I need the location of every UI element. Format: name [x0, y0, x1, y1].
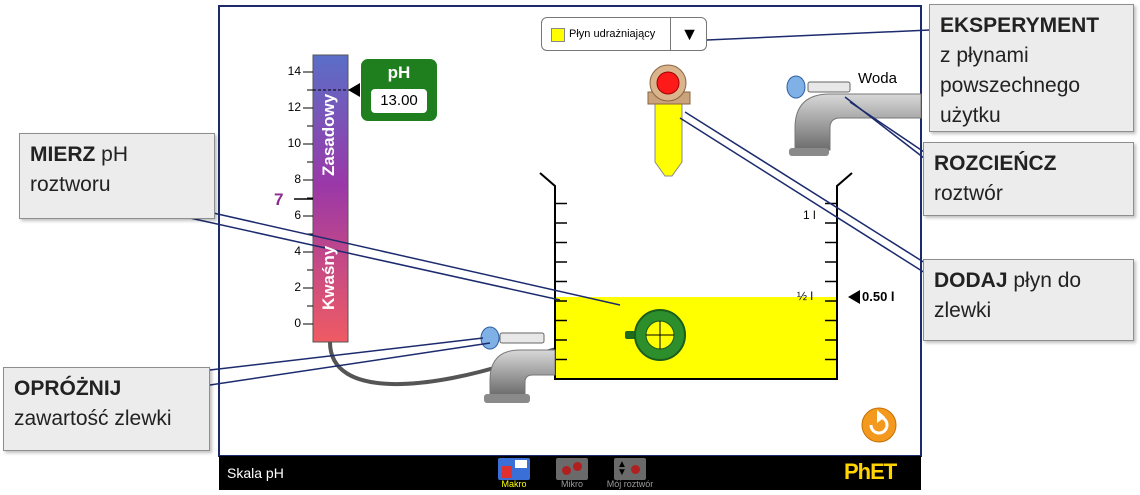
ph-meter: pH 13.00 [361, 59, 437, 121]
tab-makro[interactable]: Makro [492, 457, 536, 489]
callout-mierz-title: MIERZ [30, 143, 96, 166]
moj-roztwor-icon: ▲▼ [614, 458, 646, 480]
acidic-label: Kwaśny [319, 245, 338, 310]
ph-tick-label: 10 [287, 136, 301, 150]
beaker-liquid [555, 297, 837, 379]
drain-faucet[interactable] [480, 326, 556, 403]
tab-mikro[interactable]: Mikro [550, 457, 594, 489]
water-label: Woda [858, 70, 897, 87]
ph-tick-label: 6 [294, 208, 301, 222]
callout-oproznij-title: OPRÓŻNIJ [14, 377, 122, 400]
tab-makro-label: Makro [501, 479, 527, 489]
beaker-label-1l: 1 l [803, 208, 816, 222]
ph-scale-ticks [303, 71, 313, 325]
makro-icon [498, 458, 530, 480]
ph-tick-label: 0 [294, 316, 301, 330]
dropdown-arrow-icon[interactable]: ▼ [670, 18, 708, 50]
tab-moj-roztwor-label: Mój roztwór [606, 479, 654, 489]
ph-meter-value: 13.00 [371, 89, 427, 113]
beaker-label-half: ½ l [797, 289, 814, 303]
callout-dodaj-title: DODAJ [934, 269, 1008, 292]
callout-rozciencz-text: roztwór [934, 182, 1003, 205]
ph-tick-label: 12 [287, 100, 301, 114]
callout-mierz: MIERZ pH roztworu [19, 133, 215, 219]
solute-dropdown-label: Płyn udrażniający [569, 28, 656, 40]
solute-dropdown[interactable]: Płyn udrażniający ▼ [541, 17, 707, 51]
callout-dodaj-text: płyn do zlewki [934, 269, 1082, 322]
callout-oproznij-text: zawartość zlewki [14, 407, 172, 430]
water-faucet[interactable] [786, 75, 922, 156]
callout-rozciencz-title: ROZCIEŃCZ [934, 152, 1057, 175]
phet-logo[interactable]: PhET [844, 459, 897, 485]
ph-probe[interactable] [625, 309, 686, 361]
ph-tick-label: 2 [294, 280, 301, 294]
callout-lines [189, 29, 934, 386]
callout-eksperyment-text: z płynami powszechnego użytku [940, 44, 1081, 127]
navigation-bar: Skala pH Makro Mikro ▲▼ Mój roztwór [219, 456, 921, 490]
callout-oproznij: OPRÓŻNIJ zawartość zlewki [3, 367, 210, 451]
ph-pointer [348, 83, 360, 97]
solute-swatch [551, 28, 565, 42]
ph-scale [294, 54, 360, 343]
ph-tick-label: 14 [287, 64, 301, 78]
ph-tick-label: 8 [294, 172, 301, 186]
sim-title: Skala pH [227, 465, 284, 481]
neutral-label: 7 [274, 190, 284, 209]
mikro-icon [556, 458, 588, 480]
callout-eksperyment-title: EKSPERYMENT [940, 14, 1100, 37]
alkaline-label: Zasadowy [319, 93, 338, 176]
callout-mierz-text: pH roztworu [30, 143, 129, 196]
reset-all-button[interactable] [861, 407, 897, 443]
volume-pointer [848, 290, 860, 304]
tab-mikro-label: Mikro [561, 479, 583, 489]
ph-tick-label: 4 [294, 244, 301, 258]
callout-rozciencz: ROZCIEŃCZ roztwór [923, 142, 1134, 216]
callout-dodaj: DODAJ płyn do zlewki [923, 259, 1134, 341]
phet-logo-text: PhET [844, 459, 897, 484]
tab-moj-roztwor[interactable]: ▲▼ Mój roztwór [607, 457, 653, 489]
volume-readout: 0.50 l [862, 289, 895, 304]
ph-meter-title: pH [387, 63, 411, 82]
beaker [539, 172, 860, 380]
dropper[interactable] [647, 64, 691, 177]
dropper-button[interactable] [656, 71, 680, 95]
callout-eksperyment: EKSPERYMENT z płynami powszechnego użytk… [929, 4, 1134, 132]
